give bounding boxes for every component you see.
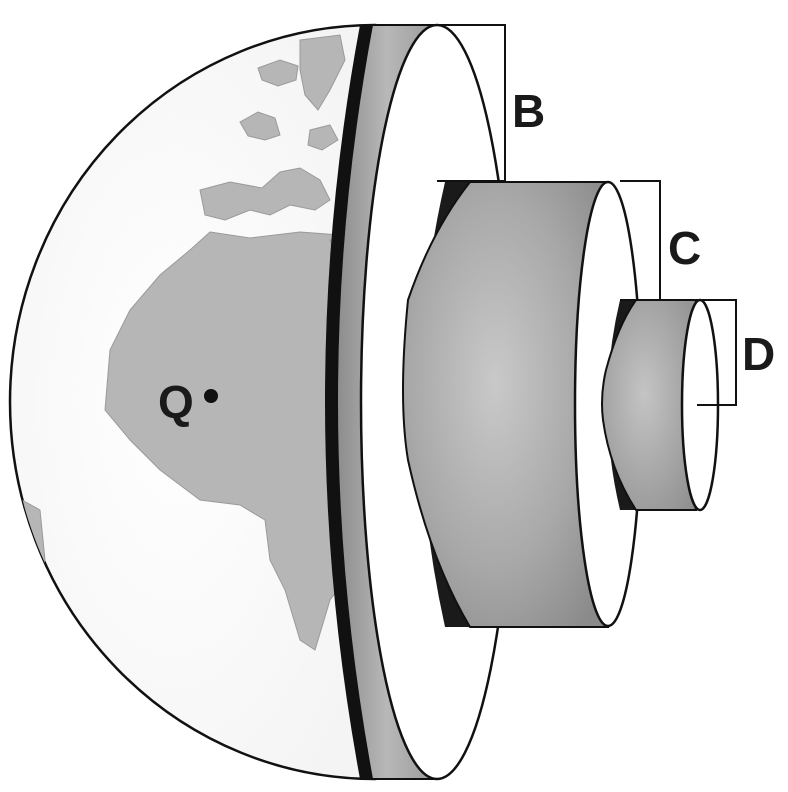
point-q-dot [204, 389, 218, 403]
crust-ring-dark-edge [325, 25, 372, 779]
label-d: D [742, 328, 775, 380]
island-small [307, 124, 339, 151]
globe-hemisphere [8, 23, 377, 781]
scandinavia [299, 34, 346, 111]
northern-europe [257, 59, 299, 87]
label-c: C [668, 222, 701, 274]
bracket-c [620, 180, 661, 301]
british-isles [239, 111, 281, 141]
bracket-d [697, 299, 737, 406]
label-q: Q [158, 376, 194, 428]
bracket-b [437, 24, 506, 182]
europe-landmass [199, 167, 331, 221]
label-b: B [512, 85, 545, 137]
